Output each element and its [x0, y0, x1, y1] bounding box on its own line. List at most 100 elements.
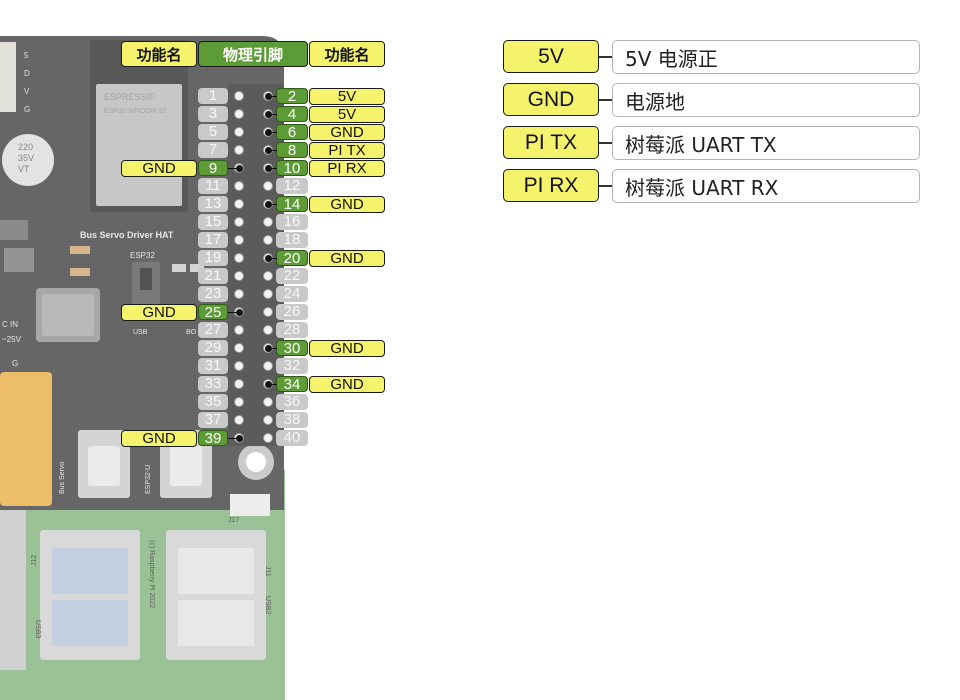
pin-left-number: 7	[198, 142, 228, 158]
resistor	[172, 264, 186, 272]
pin-right-number: 4	[276, 106, 308, 123]
pin-right-function: GND	[309, 375, 385, 393]
usb2-tongue	[178, 548, 254, 594]
pin-pad	[263, 415, 273, 425]
pin-right-number: 16	[276, 214, 308, 230]
switch-toggle	[140, 268, 152, 290]
usb2-tongue	[178, 600, 254, 646]
module-model: ESP32-WROOM-32	[104, 108, 167, 115]
dc-jack	[0, 372, 52, 506]
pin-pad	[263, 397, 273, 407]
pin-left-number: 19	[198, 250, 228, 266]
pin-pad	[234, 253, 244, 263]
pin-left-number: 37	[198, 412, 228, 428]
pin-left-number: 1	[198, 88, 228, 104]
pin-right-number: 28	[276, 322, 308, 338]
pin-right-number: 14	[276, 196, 308, 213]
pin-left-number: 15	[198, 214, 228, 230]
pin-right-function: GND	[309, 339, 385, 357]
header-pin-label: G	[24, 105, 30, 114]
usb-c-opening	[88, 446, 120, 486]
gpio-header	[228, 84, 284, 446]
header-pin-label: D	[24, 69, 30, 78]
chip-label: ESP32	[130, 251, 155, 260]
pin-right-number: 12	[276, 178, 308, 194]
pin-left-number: 17	[198, 232, 228, 248]
pin-pad	[234, 145, 244, 155]
rpi-text: (c) Raspberry Pi 2022	[148, 540, 155, 608]
ic	[0, 220, 28, 240]
pin-lead	[268, 203, 277, 205]
pin-left-number: 25	[198, 304, 228, 321]
pin-pad	[234, 271, 244, 281]
legend-connector	[599, 185, 613, 187]
port-label: Bus Servo	[59, 462, 66, 494]
pin-pad	[263, 217, 273, 227]
pin-right-number: 18	[276, 232, 308, 248]
pin-pad	[234, 397, 244, 407]
pin-pad	[234, 217, 244, 227]
pin-lead	[268, 149, 277, 151]
pin-pad	[263, 181, 273, 191]
usb3-tongue	[52, 600, 128, 646]
pin-lead	[268, 95, 277, 97]
pin-left-number: 21	[198, 268, 228, 284]
pin-lead	[268, 131, 277, 133]
pin-right-function: PI TX	[309, 141, 385, 159]
pin-left-number: 9	[198, 160, 228, 177]
usb-label: USB	[133, 329, 148, 336]
pin-pad	[234, 361, 244, 371]
pin-right-number: 30	[276, 340, 308, 357]
pin-connection-dot	[236, 164, 243, 172]
cap-label: 35V	[18, 153, 34, 163]
pin-pad	[234, 343, 244, 353]
led	[70, 268, 90, 276]
resistor	[190, 264, 204, 272]
usb3-label: USB3	[34, 620, 41, 638]
legend-key: PI RX	[503, 169, 599, 202]
usb-c-opening	[170, 446, 202, 486]
legend-connector	[599, 56, 613, 58]
legend-key: 5V	[503, 40, 599, 73]
pin-left-number: 35	[198, 394, 228, 410]
pin-right-number: 36	[276, 394, 308, 410]
pin-left-number: 39	[198, 430, 228, 447]
port-label: ESP32-U	[145, 465, 152, 494]
pin-lead	[268, 113, 277, 115]
pin-left-number: 13	[198, 196, 228, 212]
pin-pad	[263, 361, 273, 371]
pin-left-number: 5	[198, 124, 228, 140]
pin-right-function: GND	[309, 123, 385, 141]
pin-left-number: 11	[198, 178, 228, 194]
j-label: J17	[228, 517, 239, 524]
pin-pad	[234, 415, 244, 425]
pin-lead	[268, 167, 277, 169]
pin-pad	[234, 379, 244, 389]
pin-right-function: 5V	[309, 87, 385, 105]
dc-in-label: C IN	[2, 320, 18, 329]
legend-connector	[599, 99, 613, 101]
pin-pad	[234, 181, 244, 191]
board-name: Bus Servo Driver HAT	[80, 230, 174, 240]
pin-lead	[228, 311, 238, 313]
legend-connector	[599, 142, 613, 144]
pin-connection-dot	[236, 308, 243, 316]
usb2-label: USB2	[264, 596, 271, 614]
pin-right-number: 38	[276, 412, 308, 428]
pin-pad	[263, 235, 273, 245]
header-left-function: 功能名	[121, 41, 197, 67]
pin-pad	[234, 325, 244, 335]
pin-pad	[234, 199, 244, 209]
pin-lead	[228, 437, 238, 439]
legend-description: 树莓派 UART TX	[612, 126, 920, 160]
pin-lead	[228, 167, 238, 169]
pin-left-number: 31	[198, 358, 228, 374]
pin-pad	[234, 127, 244, 137]
voltage-label: ~25V	[2, 335, 22, 344]
pin-left-number: 3	[198, 106, 228, 122]
cap-label: 220	[18, 142, 33, 152]
pin-right-function: GND	[309, 195, 385, 213]
pin-right-function: 5V	[309, 105, 385, 123]
pin-left-number: 27	[198, 322, 228, 338]
legend-description: 5V 电源正	[612, 40, 920, 74]
